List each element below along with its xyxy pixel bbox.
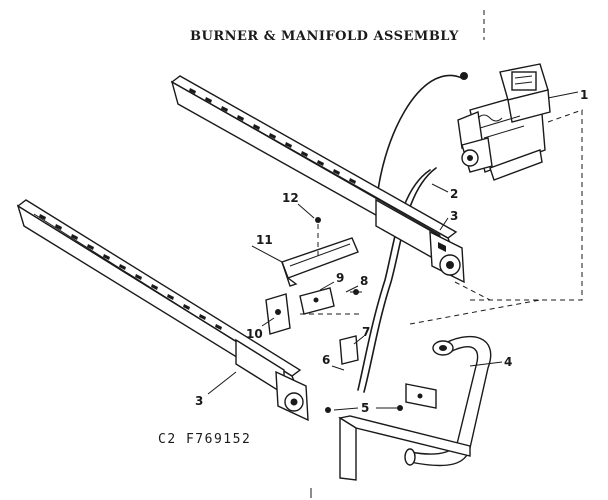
pilot-tube <box>375 74 463 211</box>
callout-4: 4 <box>504 355 512 369</box>
callout-3-upper: 3 <box>450 209 458 223</box>
lower-burner <box>16 199 309 422</box>
callout-12: 12 <box>282 191 299 205</box>
orifice-7 <box>339 335 359 365</box>
callout-2: 2 <box>450 187 458 201</box>
thermocouple-tube <box>357 169 431 391</box>
callout-10: 10 <box>246 327 263 341</box>
callout-8: 8 <box>360 274 368 288</box>
manifold-pipe <box>404 335 492 467</box>
callout-3-lower: 3 <box>195 394 203 408</box>
screw-12 <box>315 217 321 223</box>
gas-valve <box>457 63 551 181</box>
callout-1: 1 <box>580 88 588 102</box>
callout-11: 11 <box>256 233 273 247</box>
thermocouple-tube-edge <box>363 167 437 393</box>
callout-7: 7 <box>362 325 370 339</box>
diagram-code: C2 F769152 <box>158 432 251 447</box>
leader-lines <box>207 91 579 411</box>
pilot-fitting <box>460 72 468 80</box>
ignitor-bracket <box>281 237 359 287</box>
callout-5: 5 <box>361 401 369 415</box>
callout-9: 9 <box>336 271 344 285</box>
callout-6: 6 <box>322 353 330 367</box>
mounting-bracket <box>265 287 335 335</box>
diagram-title: BURNER & MANIFOLD ASSEMBLY <box>190 29 459 44</box>
upper-burner <box>170 75 465 284</box>
manifold-bracket <box>325 383 471 481</box>
